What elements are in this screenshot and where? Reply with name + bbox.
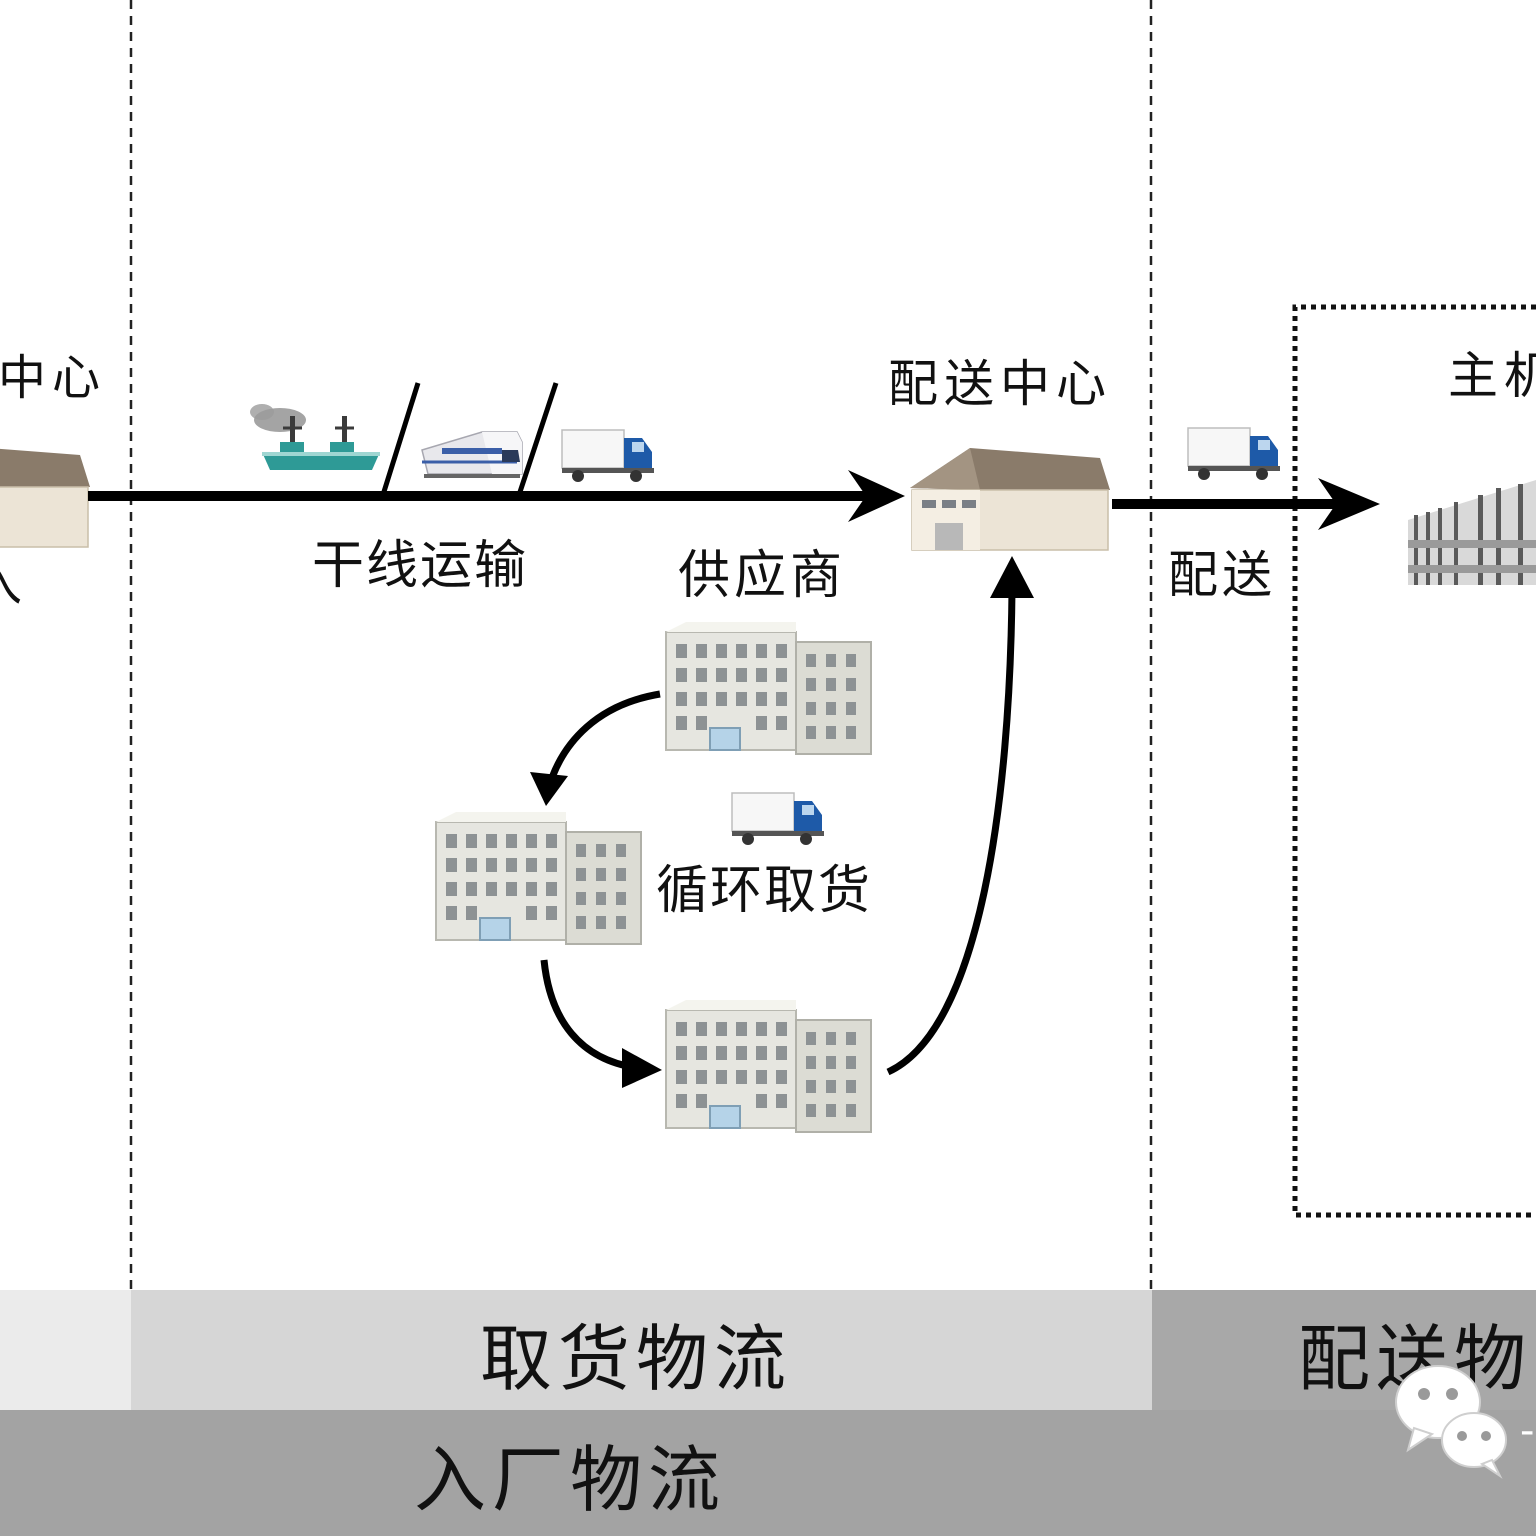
supplier-building-1-icon [665,621,872,755]
left-center-label: 中心 [0,350,106,406]
distribution-center-warehouse-icon [909,447,1111,551]
pickup-logistics-label: 取货物流 [480,1317,792,1401]
delivery-arrowhead [1318,478,1380,530]
truck-icon-milk-run [731,792,825,846]
supplier-building-2-icon [435,811,642,945]
milk-run-arrowhead-1 [530,772,568,806]
milk-run-return-arrow [886,589,1016,1076]
band-left-light [0,1290,131,1410]
ship-icon [250,404,380,470]
supplier-label: 供应商 [678,546,846,606]
left-partial-label: 入 [0,556,22,612]
main-plant-label: 主机 [1448,347,1536,405]
band-inbound-logistics [0,1410,1536,1536]
left-warehouse-icon [0,444,91,548]
truck-icon-trunk [561,429,655,483]
mode-divider-1 [379,382,421,499]
train-icon [421,431,523,478]
watermark-text: - [1520,1408,1534,1454]
milk-run-arrow-2 [540,959,639,1072]
trunk-arrowhead [848,470,905,522]
supplier-building-3-icon [665,999,872,1133]
trunk-transport-label: 干线运输 [312,536,528,596]
milk-run-arrowhead-2 [622,1048,662,1088]
main-plant-dotted-box [1292,304,1536,1218]
band-pickup-logistics [131,1290,1152,1410]
truck-icon-delivery [1187,427,1281,481]
factory-icon [1408,480,1536,585]
milk-run-arrow-1 [544,690,661,791]
milk-run-return-arrowhead [990,556,1034,598]
milk-run-label: 循环取货 [656,861,872,921]
delivery-label: 配送 [1168,546,1276,604]
mode-divider-2 [515,382,559,499]
wechat-watermark-icon [1395,1365,1507,1479]
distribution-center-label: 配送中心 [888,355,1112,413]
inbound-logistics-label: 入厂物流 [414,1438,726,1522]
